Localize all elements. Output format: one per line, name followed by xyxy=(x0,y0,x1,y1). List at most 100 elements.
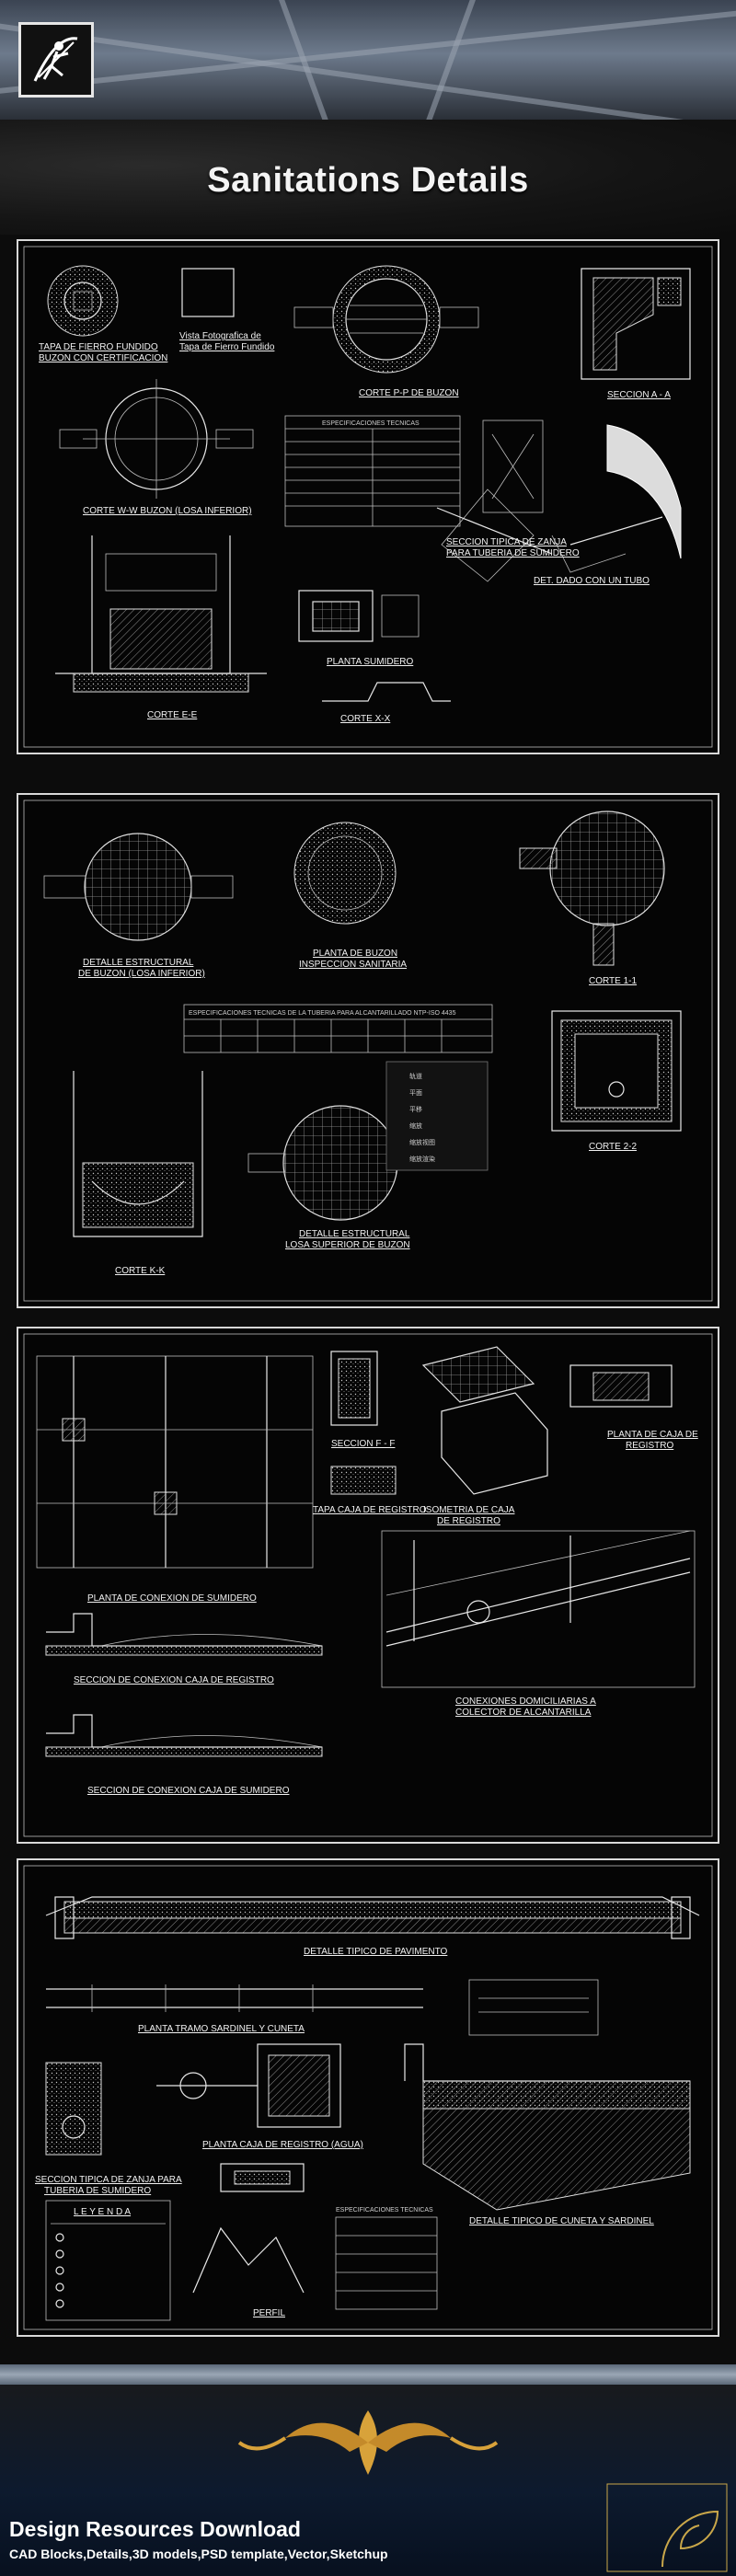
tech-spec-table: ESPECIFICACIONES TECNICAS xyxy=(335,2207,438,2310)
pavement-detail: DETALLE TIPICO DE PAVIMENTO xyxy=(45,1896,700,1957)
pipe-spec-table: ESPECIFICACIONES TECNICAS DE LA TUBERIA … xyxy=(183,1004,493,1053)
svg-text:SECCION TIPICA DE ZANJA: SECCION TIPICA DE ZANJA xyxy=(446,537,567,547)
svg-text:PLANTA DE CONEXION DE SUMIDERO: PLANTA DE CONEXION DE SUMIDERO xyxy=(87,1593,257,1604)
roof-beam xyxy=(381,0,481,120)
svg-text:ISOMETRIA DE CAJA: ISOMETRIA DE CAJA xyxy=(423,1505,515,1515)
legend-block: L E Y E N D A xyxy=(45,2200,171,2321)
registry-box-cover: TAPA CAJA DE REGISTRO xyxy=(313,1466,427,1515)
svg-text:CORTE 1-1: CORTE 1-1 xyxy=(589,976,637,986)
svg-text:DETALLE TIPICO DE CUNETA Y SAR: DETALLE TIPICO DE CUNETA Y SARDINEL xyxy=(469,2216,654,2226)
registry-connection-section: SECCION DE CONEXION CAJA DE REGISTRO xyxy=(45,1613,323,1685)
section-aa-drawing: SECCION A - A xyxy=(581,268,691,400)
menu-item[interactable]: 缩放 xyxy=(409,1121,422,1130)
svg-text:ESPECIFICACIONES TECNICAS: ESPECIFICACIONES TECNICAS xyxy=(336,2207,433,2214)
svg-text:PERFIL: PERFIL xyxy=(253,2308,285,2318)
archer-logo-icon[interactable] xyxy=(18,22,94,98)
manhole-cover-drawing: TAPA DE FIERRO FUNDIDO BUZON CON CERTIFI… xyxy=(39,265,167,363)
context-menu[interactable]: 轨道 平面 平移 缩放 缩放视图 缩放渲染 xyxy=(385,1061,489,1171)
notes-block xyxy=(468,1979,599,2036)
drawing-panel-1: TAPA DE FIERRO FUNDIDO BUZON CON CERTIFI… xyxy=(17,239,719,754)
svg-text:CONEXIONES DOMICILIARIAS A: CONEXIONES DOMICILIARIAS A xyxy=(455,1696,596,1707)
svg-text:Tapa de Fierro Fundido: Tapa de Fierro Fundido xyxy=(179,342,275,352)
svg-text:CORTE X-X: CORTE X-X xyxy=(340,714,391,724)
svg-text:Vista Fotografica de: Vista Fotografica de xyxy=(179,331,261,341)
svg-text:SECCION DE CONEXION CAJA DE RE: SECCION DE CONEXION CAJA DE REGISTRO xyxy=(74,1675,274,1685)
pipe-dado-drawing: DET. DADO CON UN TUBO xyxy=(534,424,682,586)
drawing-panel-4: DETALLE TIPICO DE PAVIMENTO PLANTA TRAMO… xyxy=(17,1858,719,2337)
drawing-panel-3: PLANTA DE CONEXION DE SUMIDERO SECCION F… xyxy=(17,1327,719,1844)
ornament-band xyxy=(0,120,736,235)
menu-item[interactable]: 平面 xyxy=(409,1089,422,1097)
svg-text:SECCION A - A: SECCION A - A xyxy=(607,390,671,400)
section-ww-drawing: CORTE W-W BUZON (LOSA INFERIOR) xyxy=(59,379,254,516)
svg-text:DETALLE TIPICO DE PAVIMENTO: DETALLE TIPICO DE PAVIMENTO xyxy=(304,1947,448,1957)
svg-text:TAPA CAJA DE REGISTRO: TAPA CAJA DE REGISTRO xyxy=(313,1505,427,1515)
section-ff-drawing: SECCION F - F xyxy=(330,1351,395,1449)
svg-text:COLECTOR DE ALCANTARILLA: COLECTOR DE ALCANTARILLA xyxy=(455,1708,592,1718)
roof-beam xyxy=(0,18,736,120)
svg-text:PLANTA DE CAJA DE: PLANTA DE CAJA DE xyxy=(607,1430,698,1440)
svg-text:CORTE W-W BUZON (LOSA INFERI: CORTE W-W BUZON (LOSA INFERIOR) xyxy=(83,506,252,516)
photo-view-drawing: Vista Fotografica de Tapa de Fierro Fund… xyxy=(179,268,275,352)
svg-text:DETALLE ESTRUCTURAL: DETALLE ESTRUCTURAL xyxy=(299,1229,410,1239)
home-connections-perspective: CONEXIONES DOMICILIARIAS A COLECTOR DE A… xyxy=(381,1530,696,1718)
menu-item[interactable]: 平移 xyxy=(409,1105,422,1113)
water-registry-box-plan: PLANTA CAJA DE REGISTRO (AGUA) xyxy=(156,2043,363,2150)
svg-text:SECCION DE CONEXION CAJA DE SU: SECCION DE CONEXION CAJA DE SUMIDERO xyxy=(87,1786,290,1796)
sump-plan-drawing: PLANTA SUMIDERO xyxy=(298,590,420,667)
registry-box-plan: PLANTA DE CAJA DE REGISTRO xyxy=(569,1364,698,1451)
gold-ornament-icon xyxy=(237,2410,499,2475)
svg-text:CORTE K-K: CORTE K-K xyxy=(115,1266,166,1276)
drawing-panel-2: DETALLE ESTRUCTURAL DE BUZON (LOSA INFER… xyxy=(17,793,719,1308)
svg-text:DET. DADO CON UN TUBO: DET. DADO CON UN TUBO xyxy=(534,576,650,586)
manhole-section-pp: CORTE P-P DE BUZON xyxy=(293,265,479,398)
svg-text:INSPECCION SANITARIA: INSPECCION SANITARIA xyxy=(299,960,407,970)
svg-text:CORTE 2-2: CORTE 2-2 xyxy=(589,1142,637,1152)
footer-title: Design Resources Download xyxy=(9,2517,301,2541)
svg-text:PLANTA CAJA DE REGISTRO (AGUA): PLANTA CAJA DE REGISTRO (AGUA) xyxy=(202,2140,363,2150)
svg-text:DE REGISTRO: DE REGISTRO xyxy=(437,1516,500,1526)
trench-section-drawing: SECCION TIPICA DE ZANJA PARA TUBERIA DE … xyxy=(35,2062,182,2196)
sump-connection-plan: PLANTA DE CONEXION DE SUMIDERO xyxy=(36,1355,314,1604)
svg-text:REGISTRO: REGISTRO xyxy=(626,1441,673,1451)
svg-text:PLANTA SUMIDERO: PLANTA SUMIDERO xyxy=(327,657,413,667)
section-kk-drawing: CORTE K-K xyxy=(73,1071,203,1276)
svg-text:CORTE E-E: CORTE E-E xyxy=(147,710,198,720)
menu-item[interactable]: 轨道 xyxy=(409,1072,422,1080)
footer-banner: Design Resources Download CAD Blocks,Det… xyxy=(0,2364,736,2576)
roof-beam xyxy=(0,5,736,98)
structural-detail-lower-slab: DETALLE ESTRUCTURAL DE BUZON (LOSA INFER… xyxy=(43,833,234,979)
gutter-curb-detail: DETALLE TIPICO DE CUNETA Y SARDINEL xyxy=(404,2043,691,2226)
golden-spiral-icon xyxy=(606,2483,728,2572)
svg-text:TAPA DE FIERRO FUNDIDO: TAPA DE FIERRO FUNDIDO xyxy=(39,342,158,352)
menu-item[interactable]: 缩放渲染 xyxy=(409,1155,435,1163)
svg-text:DETALLE ESTRUCTURAL: DETALLE ESTRUCTURAL xyxy=(83,958,194,968)
svg-text:TUBERIA DE SUMIDERO: TUBERIA DE SUMIDERO xyxy=(44,2186,151,2196)
menu-item[interactable]: 缩放视图 xyxy=(409,1138,435,1146)
page-title: Sanitations Details xyxy=(207,161,529,200)
curb-gutter-plan: PLANTA TRAMO SARDINEL Y CUNETA xyxy=(46,1984,423,2034)
registry-box-isometric: ISOMETRIA DE CAJA DE REGISTRO xyxy=(421,1346,548,1526)
svg-text:LOSA SUPERIOR DE BUZON: LOSA SUPERIOR DE BUZON xyxy=(285,1240,410,1250)
profile-drawing: PERFIL xyxy=(192,2163,305,2318)
svg-text:SECCION F - F: SECCION F - F xyxy=(331,1439,395,1449)
svg-text:DE BUZON (LOSA INFERIOR): DE BUZON (LOSA INFERIOR) xyxy=(78,969,205,979)
header-banner xyxy=(0,0,736,120)
svg-text:ESPECIFICACIONES TECNICAS: ESPECIFICACIONES TECNICAS xyxy=(322,420,420,427)
svg-text:BUZON CON CERTIFICACION: BUZON CON CERTIFICACION xyxy=(39,353,167,363)
svg-text:L E Y E N D A: L E Y E N D A xyxy=(74,2207,131,2217)
spec-table: ESPECIFICACIONES TECNICAS xyxy=(284,415,461,527)
structural-detail-upper-slab: DETALLE ESTRUCTURAL LOSA SUPERIOR DE BUZ… xyxy=(247,1105,410,1250)
svg-text:PLANTA DE BUZON: PLANTA DE BUZON xyxy=(313,949,397,959)
svg-text:CORTE P-P DE BUZON: CORTE P-P DE BUZON xyxy=(359,388,459,398)
svg-text:PARA TUBERIA DE SUMIDERO: PARA TUBERIA DE SUMIDERO xyxy=(446,548,580,558)
trench-section-drawing: SECCION TIPICA DE ZANJA PARA TUBERIA DE … xyxy=(436,489,580,582)
svg-text:PLANTA TRAMO SARDINEL Y CUNETA: PLANTA TRAMO SARDINEL Y CUNETA xyxy=(138,2024,305,2034)
manhole-plan-drawing: PLANTA DE BUZON INSPECCION SANITARIA xyxy=(293,822,407,970)
bar-detail-drawing xyxy=(482,420,544,513)
sump-connection-section: SECCION DE CONEXION CAJA DE SUMIDERO xyxy=(45,1714,323,1796)
footer-metal-strip xyxy=(0,2364,736,2385)
svg-text:ESPECIFICACIONES TECNICAS DE L: ESPECIFICACIONES TECNICAS DE LA TUBERIA … xyxy=(189,1010,456,1017)
section-xx-drawing: CORTE X-X xyxy=(322,682,451,724)
section-ee-drawing: CORTE E-E xyxy=(55,535,267,720)
